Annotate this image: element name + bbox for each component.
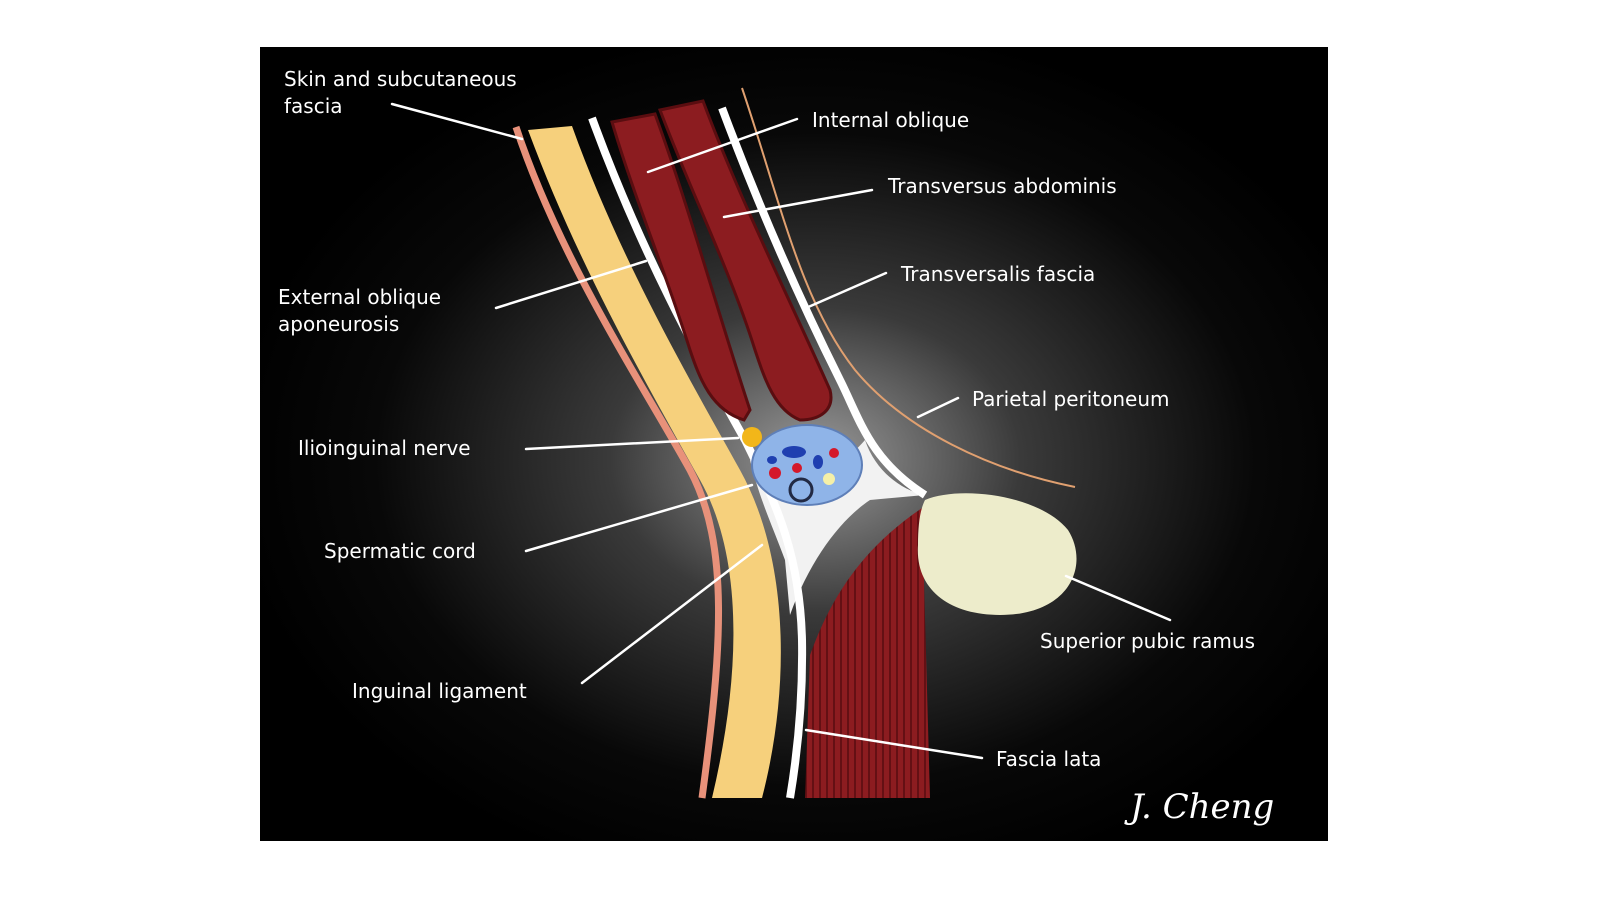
leader-internal-oblique	[646, 117, 799, 174]
label-spermatic-cord: Spermatic cord	[324, 539, 476, 563]
cord-lymphatic	[823, 473, 835, 485]
label-external-oblique-line2: aponeurosis	[278, 312, 399, 336]
cord-vessel-blue-2	[767, 456, 777, 464]
label-parietal-peritoneum: Parietal peritoneum	[972, 387, 1170, 411]
external-oblique-fascia-line	[588, 116, 807, 799]
vas-deferens	[788, 477, 814, 503]
label-internal-oblique: Internal oblique	[812, 108, 969, 132]
transversalis-fascia-line	[718, 106, 928, 499]
parietal-peritoneum-line	[741, 87, 1076, 488]
label-ilioinguinal-nerve: Ilioinguinal nerve	[298, 436, 471, 460]
external-oblique-aponeurosis-band	[528, 126, 781, 798]
internal-oblique-muscle	[610, 112, 752, 422]
cord-vessel-red-3	[829, 448, 839, 458]
leader-spermatic-cord	[524, 483, 754, 553]
cord-vessel-red-2	[792, 463, 802, 473]
label-transversus-abdominis: Transversus abdominis	[887, 174, 1117, 198]
skin-line	[512, 125, 723, 799]
cord-vessel-red-1	[769, 467, 781, 479]
label-skin-line2: fascia	[284, 94, 343, 118]
leader-transversalis-fascia	[804, 271, 888, 310]
label-transversalis-fascia: Transversalis fascia	[900, 262, 1095, 286]
leader-superior-pubic-ramus	[1064, 574, 1172, 622]
leader-fascia-lata	[804, 728, 984, 760]
label-superior-pubic-ramus: Superior pubic ramus	[1040, 629, 1255, 653]
transversus-abdominis-muscle	[657, 99, 833, 422]
label-fascia-lata: Fascia lata	[996, 747, 1101, 771]
superior-pubic-ramus-bone	[917, 493, 1077, 615]
ilioinguinal-nerve-dot	[742, 427, 762, 447]
leader-ilioinguinal-nerve	[524, 436, 740, 451]
thigh-muscle	[805, 508, 930, 798]
leader-inguinal-ligament	[580, 543, 764, 685]
label-external-oblique-line1: External oblique	[278, 285, 441, 309]
label-skin-line1: Skin and subcutaneous	[284, 67, 517, 91]
leader-external-oblique	[494, 259, 648, 310]
leader-skin	[390, 102, 524, 141]
leader-transversus-abdominis	[722, 188, 874, 219]
author-signature: J. Cheng	[1124, 787, 1274, 827]
label-inguinal-ligament: Inguinal ligament	[352, 679, 527, 703]
leader-parietal-peritoneum	[916, 396, 960, 419]
cord-vessel-blue-1	[782, 446, 806, 458]
spermatic-cord	[751, 424, 863, 506]
cord-vessel-blue-3	[813, 455, 823, 469]
